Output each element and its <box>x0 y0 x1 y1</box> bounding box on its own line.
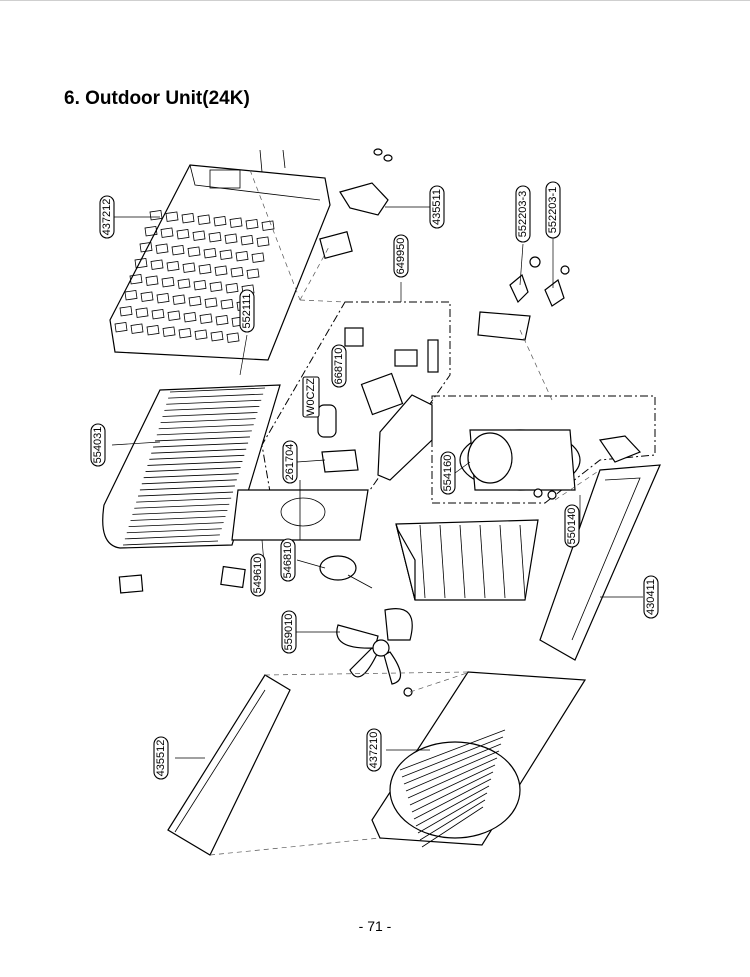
callout-554160: 554160 <box>440 451 456 495</box>
side-panel <box>539 464 661 661</box>
svg-text:554031: 554031 <box>92 427 104 464</box>
mounting-clips <box>118 565 246 594</box>
callout-435512: 435512 <box>153 736 169 780</box>
top-cover <box>109 164 331 361</box>
callout-437210: 437210 <box>366 728 382 772</box>
callout-552203-1: 552203-1 <box>545 181 561 239</box>
callout-430411: 430411 <box>643 575 659 619</box>
callout-552111: 552111 <box>239 289 255 333</box>
compressor-group <box>431 395 656 504</box>
callout-550140: 550140 <box>564 504 580 548</box>
propeller-fan <box>336 608 413 697</box>
svg-text:435511: 435511 <box>431 189 443 225</box>
svg-text:552203-1: 552203-1 <box>547 187 559 234</box>
callout-554031: 554031 <box>90 423 106 467</box>
callout-w0czz: W0CZZ <box>302 376 320 418</box>
callout-552203-3: 552203-3 <box>515 185 531 243</box>
callout-435511: 435511 <box>429 185 445 229</box>
svg-text:549610: 549610 <box>252 557 264 594</box>
assembly-guides <box>209 169 601 856</box>
callout-668710: 668710 <box>331 344 347 388</box>
callout-437212: 437212 <box>99 195 115 239</box>
callout-261704: 261704 <box>282 440 298 484</box>
svg-text:435512: 435512 <box>155 740 167 777</box>
base-pan <box>395 519 539 601</box>
callout-559010: 559010 <box>281 610 297 654</box>
callout-labels: 437212 435511 552203-3 552203-1 649950 5… <box>90 181 659 780</box>
top-bracket <box>259 148 393 260</box>
svg-text:668710: 668710 <box>333 348 345 385</box>
svg-text:554160: 554160 <box>442 455 454 492</box>
svg-text:W0CZZ: W0CZZ <box>305 378 317 416</box>
svg-text:437210: 437210 <box>368 732 380 769</box>
front-grille-panel <box>371 671 587 848</box>
svg-text:649950: 649950 <box>395 238 407 275</box>
page-title: 6. Outdoor Unit(24K) <box>64 88 250 109</box>
leader-lines <box>111 206 643 759</box>
page-number: - 71 - <box>358 918 392 934</box>
service-valves <box>477 256 570 341</box>
svg-text:552203-3: 552203-3 <box>517 191 529 238</box>
fan-motor <box>319 555 373 589</box>
svg-text:550140: 550140 <box>566 508 578 545</box>
callout-546810: 546810 <box>280 538 296 582</box>
control-box-group <box>261 301 451 493</box>
side-cover <box>167 674 291 856</box>
callout-549610: 549610 <box>250 553 266 597</box>
svg-text:559010: 559010 <box>283 614 295 651</box>
motor-mount <box>231 480 369 541</box>
svg-text:430411: 430411 <box>645 579 657 615</box>
svg-text:437212: 437212 <box>101 199 113 236</box>
callout-649950: 649950 <box>393 234 409 278</box>
svg-text:261704: 261704 <box>284 444 296 481</box>
svg-text:546810: 546810 <box>282 542 294 579</box>
top-rule <box>0 0 750 1</box>
svg-text:552111: 552111 <box>241 293 253 328</box>
